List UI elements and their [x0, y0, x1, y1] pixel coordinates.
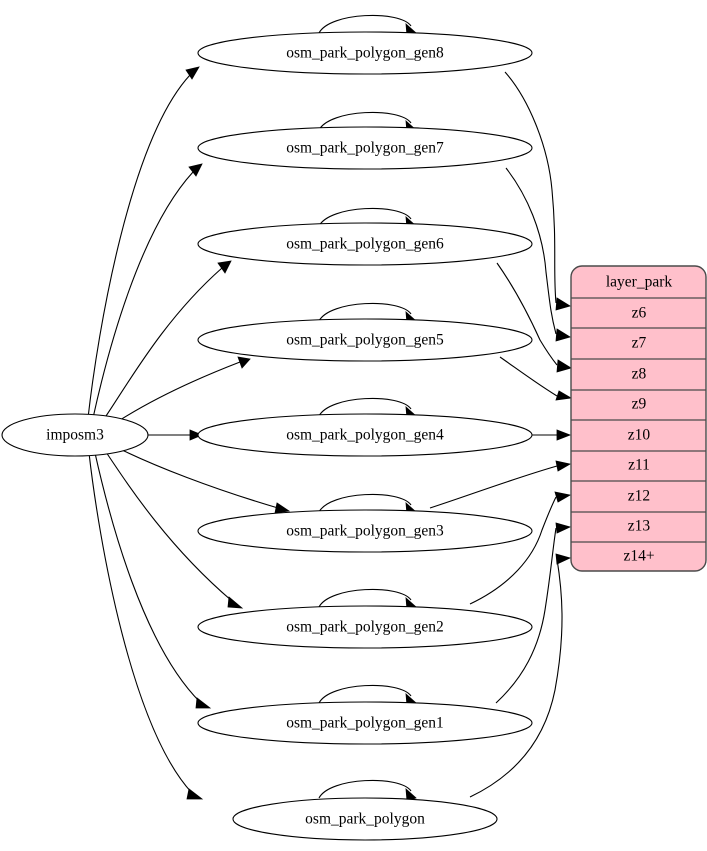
- arrow-head-z11: [555, 460, 572, 472]
- self-loop-gen8: [318, 14, 412, 34]
- edge-imposm3-gen7: [92, 171, 194, 419]
- table-row-z8[interactable]: z8: [632, 366, 647, 383]
- table-row-z12[interactable]: z12: [628, 488, 650, 505]
- node-base-shape[interactable]: [232, 797, 498, 841]
- arrow-head-gen8: [185, 66, 200, 80]
- arrow-head-z13: [555, 522, 572, 534]
- edge-imposm3-gen8: [87, 74, 191, 419]
- node-imposm3[interactable]: imposm3: [1, 413, 149, 457]
- node-gen6-shape[interactable]: [197, 222, 533, 266]
- arrow-head-z14p: [555, 553, 572, 565]
- node-gen6-label: osm_park_polygon_gen6: [286, 236, 444, 253]
- node-gen2-shape[interactable]: [197, 605, 533, 649]
- arrow-head-base: [186, 788, 204, 800]
- self-loop-gen3: [318, 493, 412, 513]
- table-row-z9[interactable]: z9: [632, 396, 647, 413]
- self-loop-group: [318, 14, 417, 802]
- table-row-z6[interactable]: z6: [632, 305, 647, 322]
- table-row-z7[interactable]: z7: [632, 335, 647, 352]
- node-gen5-shape[interactable]: [197, 318, 533, 362]
- node-gen1-shape[interactable]: [197, 701, 533, 745]
- node-imposm3-shape[interactable]: [1, 413, 149, 457]
- node-gen4-shape[interactable]: [197, 413, 533, 457]
- table-row-z14p[interactable]: z14+: [623, 548, 654, 565]
- node-gen2[interactable]: osm_park_polygon_gen2: [197, 605, 533, 649]
- node-gen8[interactable]: osm_park_polygon_gen8: [197, 31, 533, 75]
- edge-group-nodes-to-layer: [429, 71, 573, 798]
- edge-group-imposm3-to-nodes: [87, 66, 291, 800]
- node-gen7-label: osm_park_polygon_gen7: [286, 140, 444, 157]
- node-gen1[interactable]: osm_park_polygon_gen1: [197, 701, 533, 745]
- node-layer-park-table[interactable]: layer_park z6 z7 z8 z9 z10 z11 z12 z13 z…: [570, 265, 707, 572]
- node-gen8-label: osm_park_polygon_gen8: [286, 45, 444, 62]
- arrow-head-gen2: [227, 596, 244, 609]
- edge-gen3-z11: [429, 465, 558, 509]
- edge-imposm3-gen6: [103, 267, 223, 420]
- node-gen5-label: osm_park_polygon_gen5: [286, 332, 444, 349]
- arrow-head-gen3: [274, 502, 291, 514]
- edge-base-z14p: [469, 558, 563, 798]
- arrow-head-gen7: [188, 163, 203, 177]
- edge-imposm3-gen5: [116, 361, 241, 423]
- edge-imposm3-gen2: [105, 451, 233, 602]
- table-row-z11[interactable]: z11: [628, 457, 650, 474]
- edge-gen1-z13: [495, 527, 557, 704]
- arrow-head-z9: [555, 390, 573, 401]
- table-outer-border: [570, 265, 707, 572]
- self-loop-gen1: [318, 684, 412, 704]
- arrow-head-z7: [555, 328, 571, 342]
- node-imposm3-label: imposm3: [46, 427, 104, 444]
- node-gen2-label: osm_park_polygon_gen2: [286, 619, 444, 636]
- node-gen5[interactable]: osm_park_polygon_gen5: [197, 318, 533, 362]
- arrow-head-z10: [556, 429, 572, 441]
- node-gen8-shape[interactable]: [197, 31, 533, 75]
- arrow-head-z6: [555, 297, 571, 311]
- table-row-z13[interactable]: z13: [628, 518, 651, 535]
- node-gen4[interactable]: osm_park_polygon_gen4: [197, 413, 533, 457]
- arrow-head-gen6: [217, 260, 232, 274]
- edge-imposm3-base: [88, 452, 193, 794]
- node-gen7-shape[interactable]: [197, 126, 533, 170]
- edge-gen7-z7: [505, 167, 557, 335]
- arrow-head-gen4: [189, 429, 204, 441]
- edge-gen6-z8: [496, 262, 558, 366]
- node-base-label: osm_park_polygon: [305, 811, 425, 828]
- node-gen3[interactable]: osm_park_polygon_gen3: [197, 509, 533, 553]
- edge-gen2-z12: [469, 496, 557, 605]
- node-gen3-shape[interactable]: [197, 509, 533, 553]
- table-header-label: layer_park: [606, 274, 673, 291]
- arrow-head-z12: [554, 491, 572, 503]
- edge-imposm3-gen3: [119, 448, 279, 509]
- edge-gen5-z9: [499, 356, 558, 397]
- node-base[interactable]: osm_park_polygon: [232, 797, 498, 841]
- self-loop-gen5: [318, 302, 412, 322]
- node-gen4-label: osm_park_polygon_gen4: [286, 427, 444, 444]
- self-loop-gen7: [318, 111, 412, 131]
- self-loop-gen6: [318, 207, 412, 227]
- arrow-head-gen1: [195, 697, 212, 709]
- arrow-head-gen5: [237, 356, 251, 369]
- node-gen1-label: osm_park_polygon_gen1: [286, 715, 444, 732]
- node-gen3-label: osm_park_polygon_gen3: [286, 523, 444, 540]
- self-loop-gen4: [318, 397, 412, 417]
- arrow-head-z8: [556, 359, 572, 373]
- self-loop-gen2: [318, 588, 412, 608]
- edge-gen8-z6: [504, 71, 557, 304]
- self-loop-base: [318, 779, 412, 799]
- node-gen7[interactable]: osm_park_polygon_gen7: [197, 126, 533, 170]
- node-gen6[interactable]: osm_park_polygon_gen6: [197, 222, 533, 266]
- table-row-z10[interactable]: z10: [628, 427, 651, 444]
- edge-imposm3-gen1: [94, 452, 201, 703]
